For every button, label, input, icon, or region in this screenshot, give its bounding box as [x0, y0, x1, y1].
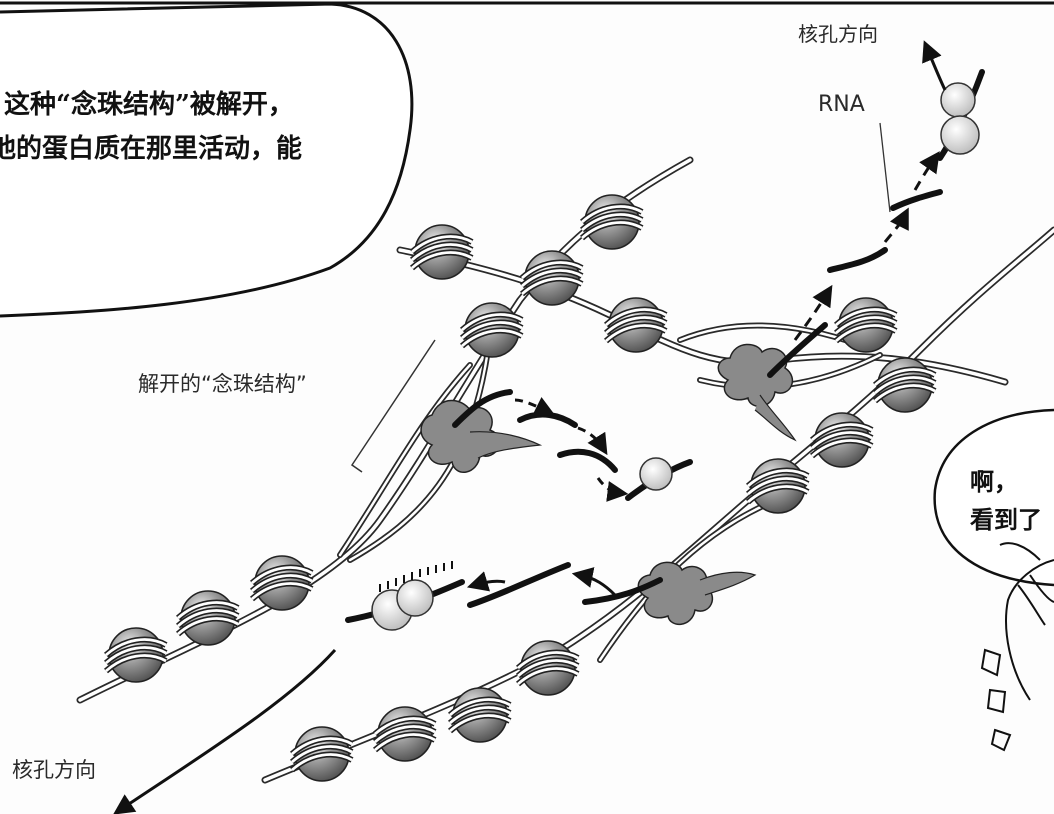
nucleosome-bead: [746, 458, 810, 514]
character-sketch: [980, 542, 1054, 752]
right-bubble-line-2: 看到了: [970, 505, 1042, 534]
nucleosome-bead: [448, 687, 512, 743]
rna-leader-line: [879, 122, 891, 213]
nucleosome-bead: [410, 224, 474, 280]
nucleosome-bead: [520, 250, 584, 306]
nucleosome-bead: [250, 555, 314, 611]
arrow: [571, 567, 617, 597]
arrow: [596, 477, 629, 502]
ribosome: [396, 579, 434, 617]
rna-segment: [467, 562, 571, 608]
right-speech-bubble-outline: [933, 408, 1054, 587]
speech-bubble-outline: [0, 2, 414, 318]
nucleosome-bead: [460, 302, 524, 358]
rna-segment: [517, 411, 578, 428]
nucleosome-bead: [290, 726, 354, 782]
arrow: [922, 40, 947, 91]
ribosome: [639, 457, 673, 491]
unwound-beads-label: 解开的“念珠结构”: [138, 372, 307, 396]
mrna-comb: [379, 561, 453, 592]
rna-segment: [827, 247, 888, 273]
nucleosome-bead: [104, 627, 168, 683]
nucleosome-bead: [604, 297, 668, 353]
rna-polymerase-protein: [637, 561, 714, 625]
arrow: [577, 426, 608, 456]
right-bubble-line-1: 啊，: [970, 467, 1018, 496]
speech-bubble-line-1: 这种“念珠结构”被解开，: [4, 90, 294, 120]
proteins: [420, 343, 797, 625]
transport-arrows: [113, 40, 947, 814]
rna-segment: [890, 189, 943, 211]
arrow: [466, 571, 506, 592]
rna-segment: [452, 389, 513, 428]
arrow: [113, 648, 337, 814]
nucleosome-bead: [873, 357, 937, 413]
arrow: [913, 151, 940, 191]
nucleosome-beads: [104, 194, 937, 782]
rna-label: RNA: [818, 92, 865, 117]
rna-segment: [767, 322, 828, 378]
speech-bubble-line-2: 他的蛋白质在那里活动，能: [0, 134, 303, 164]
rna-segment: [557, 448, 618, 473]
ribosome: [940, 115, 980, 155]
nucleosome-bead: [834, 297, 898, 353]
nucleosome-bead: [580, 194, 644, 250]
rna-segment: [582, 577, 663, 605]
unwound-bracket: [350, 339, 436, 473]
ribosome: [940, 82, 976, 118]
arrow: [883, 207, 909, 243]
nuclear-pore-direction-label-top: 核孔方向: [798, 22, 878, 46]
nucleosome-bead: [176, 590, 240, 646]
nucleosome-bead: [810, 412, 874, 468]
arrow: [793, 284, 833, 341]
nuclear-pore-direction-label-bottom: 核孔方向: [12, 758, 96, 782]
nucleosome-bead: [516, 640, 580, 696]
nucleosome-bead: [373, 706, 437, 762]
ribosomes: [371, 82, 980, 631]
rna-polymerase-protein: [717, 343, 794, 407]
arrow: [514, 396, 556, 416]
rna-strands: [345, 69, 985, 623]
